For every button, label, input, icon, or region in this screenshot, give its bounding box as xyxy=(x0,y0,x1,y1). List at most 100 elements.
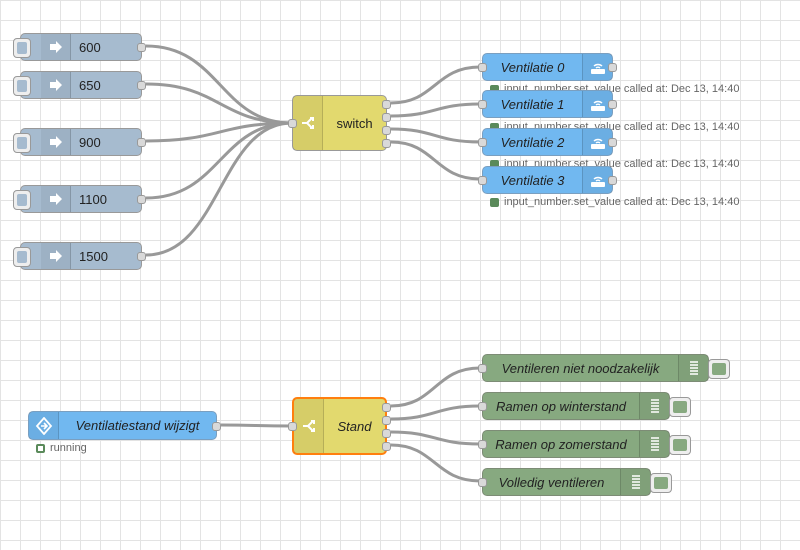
service-node-ventilatie-2[interactable]: Ventilatie 2 xyxy=(478,128,617,156)
event-label: Ventilatiestand wijzigt xyxy=(75,418,200,433)
output-port[interactable] xyxy=(382,429,391,438)
output-port[interactable] xyxy=(382,113,391,122)
output-port[interactable] xyxy=(137,81,146,90)
output-port[interactable] xyxy=(382,100,391,109)
inject-trigger-button[interactable] xyxy=(13,38,31,58)
service-label: Ventilatie 2 xyxy=(500,134,565,150)
inject-trigger-button[interactable] xyxy=(13,247,31,267)
router-icon xyxy=(582,54,612,80)
input-port[interactable] xyxy=(478,440,487,449)
arrow-in-icon xyxy=(41,129,71,155)
wire[interactable] xyxy=(145,121,293,200)
debug-label: Ventileren niet noodzakelijk xyxy=(501,360,660,376)
input-port[interactable] xyxy=(288,119,297,128)
input-port[interactable] xyxy=(478,176,487,185)
inject-trigger-button[interactable] xyxy=(13,133,31,153)
wire[interactable] xyxy=(145,82,293,125)
switch-label: switch xyxy=(336,115,373,131)
switch-label: Stand xyxy=(337,418,372,434)
debug-list-icon xyxy=(639,431,669,457)
inject-node-600[interactable]: 600 xyxy=(13,33,146,61)
status-dot xyxy=(490,159,499,169)
input-port[interactable] xyxy=(478,63,487,72)
status-text: running xyxy=(50,442,87,454)
wire[interactable] xyxy=(390,127,481,144)
arrow-in-icon xyxy=(41,186,71,212)
wire[interactable] xyxy=(390,366,481,408)
event-state-node[interactable]: Ventilatiestand wijzigt xyxy=(28,411,221,440)
stand-switch-node[interactable]: Stand xyxy=(288,397,391,455)
output-port[interactable] xyxy=(212,422,221,431)
service-node-ventilatie-0[interactable]: Ventilatie 0 xyxy=(478,53,617,81)
inject-node-1100[interactable]: 1100 xyxy=(13,185,146,213)
status-dot xyxy=(490,84,499,94)
output-port[interactable] xyxy=(608,138,617,147)
debug-node-ventileren-niet-noodzakelijk[interactable]: Ventileren niet noodzakelijk xyxy=(478,354,730,382)
input-port[interactable] xyxy=(478,100,487,109)
output-port[interactable] xyxy=(382,139,391,148)
debug-toggle-button[interactable] xyxy=(669,435,691,455)
wire[interactable] xyxy=(390,140,481,181)
switch-node[interactable]: switch xyxy=(288,95,391,151)
output-port[interactable] xyxy=(137,195,146,204)
router-icon xyxy=(582,167,612,193)
wire[interactable] xyxy=(390,102,481,118)
inject-node-1500[interactable]: 1500 xyxy=(13,242,146,270)
output-port[interactable] xyxy=(137,138,146,147)
router-icon xyxy=(582,129,612,155)
service-label: Ventilatie 3 xyxy=(500,172,565,188)
input-port[interactable] xyxy=(478,478,487,487)
wire[interactable] xyxy=(390,430,481,446)
inject-label: 650 xyxy=(79,77,101,93)
status-dot xyxy=(490,122,499,132)
wire[interactable] xyxy=(220,423,293,428)
switch-branch-icon xyxy=(293,96,323,150)
service-label: Ventilatie 0 xyxy=(500,59,565,75)
debug-node-ramen-op-zomerstand[interactable]: Ramen op zomerstand xyxy=(478,430,691,458)
wire[interactable] xyxy=(390,404,481,421)
wire[interactable] xyxy=(390,443,481,483)
inject-trigger-button[interactable] xyxy=(13,190,31,210)
output-port[interactable] xyxy=(382,416,391,425)
wire[interactable] xyxy=(145,121,293,143)
output-port[interactable] xyxy=(382,442,391,451)
inject-label: 600 xyxy=(79,39,101,55)
event-state-icon xyxy=(29,412,59,439)
debug-node-ramen-op-winterstand[interactable]: Ramen op winterstand xyxy=(478,392,691,420)
output-port[interactable] xyxy=(382,126,391,135)
output-port[interactable] xyxy=(137,43,146,52)
service-status-3: input_number.set_value called at: Dec 13… xyxy=(490,196,739,208)
inject-label: 1500 xyxy=(79,248,108,264)
arrow-in-icon xyxy=(41,243,71,269)
event-status: running xyxy=(36,442,87,454)
status-dot xyxy=(36,443,45,453)
input-port[interactable] xyxy=(478,402,487,411)
wire[interactable] xyxy=(145,44,293,125)
input-port[interactable] xyxy=(478,364,487,373)
debug-label: Ramen op zomerstand xyxy=(495,436,627,452)
output-port[interactable] xyxy=(137,252,146,261)
wire[interactable] xyxy=(145,121,293,257)
debug-node-volledig-ventileren[interactable]: Volledig ventileren xyxy=(478,468,672,496)
debug-toggle-button[interactable] xyxy=(669,397,691,417)
debug-label: Ramen op winterstand xyxy=(495,398,627,414)
inject-label: 900 xyxy=(79,134,101,150)
inject-node-650[interactable]: 650 xyxy=(13,71,146,99)
output-port[interactable] xyxy=(608,176,617,185)
debug-toggle-button[interactable] xyxy=(650,473,672,493)
debug-toggle-button[interactable] xyxy=(708,359,730,379)
service-label: Ventilatie 1 xyxy=(500,96,565,112)
switch-branch-icon xyxy=(294,399,324,453)
output-port[interactable] xyxy=(382,403,391,412)
service-node-ventilatie-3[interactable]: Ventilatie 3 xyxy=(478,166,617,194)
input-port[interactable] xyxy=(478,138,487,147)
output-port[interactable] xyxy=(608,100,617,109)
inject-node-900[interactable]: 900 xyxy=(13,128,146,156)
router-icon xyxy=(582,91,612,117)
service-node-ventilatie-1[interactable]: Ventilatie 1 xyxy=(478,90,617,118)
input-port[interactable] xyxy=(288,422,297,431)
debug-list-icon xyxy=(639,393,669,419)
wire[interactable] xyxy=(390,65,481,105)
output-port[interactable] xyxy=(608,63,617,72)
inject-trigger-button[interactable] xyxy=(13,76,31,96)
